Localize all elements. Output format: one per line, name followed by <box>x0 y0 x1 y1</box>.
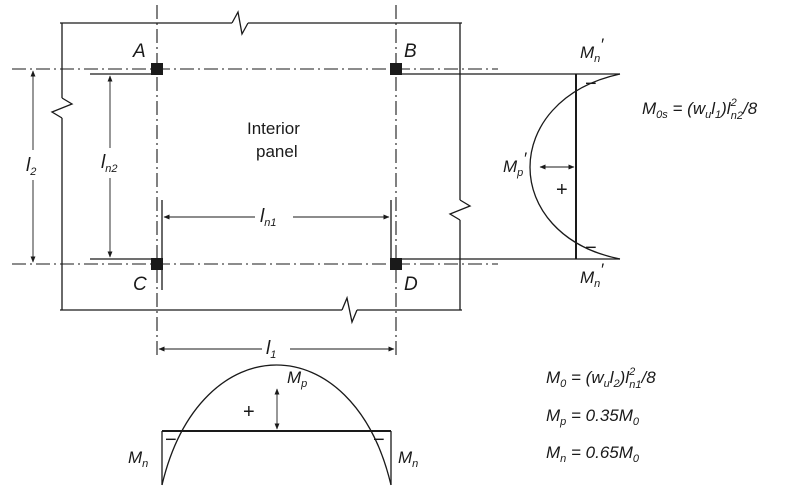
column-b <box>390 63 402 75</box>
mn-left-label: Mn <box>128 448 148 470</box>
clear-span-lines <box>90 73 576 290</box>
dimension-ln1: ln1 <box>163 205 390 229</box>
dimension-l2: l2 <box>24 70 44 263</box>
dim-l2-label: l2 <box>26 155 36 178</box>
equation-mn: Mn = 0.65M0 <box>546 443 640 465</box>
dim-l1-label: l1 <box>266 338 276 361</box>
negative-sign-right: − <box>373 429 385 451</box>
mp-prime-label: Mp′ <box>503 149 527 179</box>
panel-label-line1: Interior <box>247 119 300 138</box>
centerlines <box>12 5 498 355</box>
negative-sign-bottom: − <box>585 237 597 259</box>
mn-prime-top-label: Mn′ <box>580 35 604 65</box>
dimension-l1: l1 <box>158 337 395 361</box>
column-label-a: A <box>132 41 146 62</box>
equation-mp: Mp = 0.35M0 <box>546 406 640 428</box>
dim-ln2-label: ln2 <box>101 152 117 175</box>
negative-sign-left: − <box>165 429 177 451</box>
mn-prime-bottom-label: Mn′ <box>580 260 604 290</box>
slab-boundary <box>50 10 472 325</box>
mp-label: Mp <box>287 368 307 390</box>
mn-right-label: Mn <box>398 448 418 470</box>
column-d <box>390 258 402 270</box>
column-label-b: B <box>404 41 417 62</box>
dim-ln1-label: ln1 <box>260 206 276 229</box>
dimension-ln2: ln2 <box>98 75 132 258</box>
moment-diagram-vertical: + − − <box>529 73 621 260</box>
negative-sign-top: − <box>585 73 597 95</box>
columns <box>151 63 402 270</box>
panel-label-line2: panel <box>256 142 298 161</box>
moment-diagram-horizontal: + − − <box>161 364 392 486</box>
column-c <box>151 258 163 270</box>
positive-sign-vertical: + <box>556 179 568 201</box>
positive-sign-horizontal: + <box>243 401 255 423</box>
column-a <box>151 63 163 75</box>
column-label-c: C <box>133 274 147 295</box>
column-label-d: D <box>404 274 418 295</box>
